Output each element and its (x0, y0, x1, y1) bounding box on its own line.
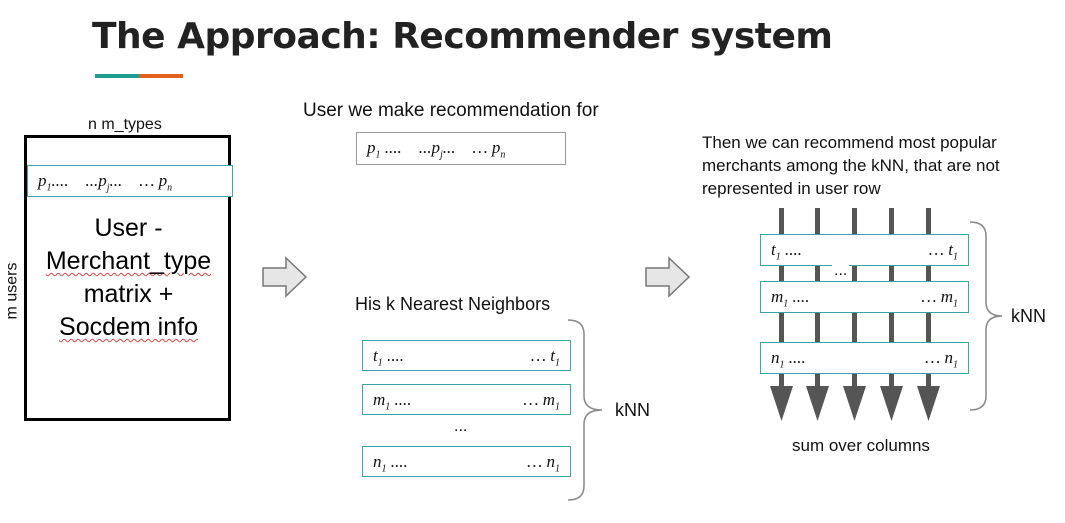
row-right-sub: 1 (555, 401, 560, 413)
row-right-sub: 1 (953, 251, 958, 263)
title-accent-teal (95, 74, 139, 78)
row-left-tail: .... (788, 287, 810, 306)
matrix-top-label: n m_types (88, 116, 162, 133)
matrix-user-row: p1.... ...pj... … pn (27, 165, 233, 197)
knn-row-t-right: … t1 (929, 240, 958, 262)
matrix-side-label: m users (3, 262, 21, 320)
row-left-sub: 1 (783, 298, 789, 310)
knn-row-m-right: … m1 (921, 287, 958, 309)
target-start-symbol: p (367, 138, 376, 157)
matrix-line-2: Merchant_type (45, 247, 212, 275)
row-end-text: ... … p (109, 171, 168, 190)
row-left-symbol: t (771, 240, 776, 259)
target-user-row-text: p1 .... ...pj... … pn (367, 138, 505, 160)
neighbor-row-t-left: t1 .... (373, 346, 404, 368)
knn-row-t-left: t1 .... (771, 240, 802, 262)
row-left-sub: 1 (381, 463, 387, 475)
neighbor-row-t-right: … t1 (531, 346, 560, 368)
row-right-sub: 1 (953, 298, 958, 310)
neighbor-row-n: n1 .... … n1 (362, 446, 571, 477)
description-line-3: represented in user row (702, 179, 881, 198)
row-left-symbol: n (771, 348, 780, 367)
neighbors-ellipsis: ... (454, 418, 468, 435)
knn-row-n-right: … n1 (925, 348, 958, 370)
row-start-symbol: p (38, 171, 47, 190)
title-accent-orange (139, 74, 183, 78)
row-left-sub: 1 (779, 359, 785, 371)
row-right-symbol: … m (523, 390, 555, 409)
matrix-row-text: p1.... ...pj... … pn (38, 171, 172, 193)
target-end-text: ... … p (442, 138, 501, 157)
neighbor-row-n-left: n1 .... (373, 452, 408, 474)
matrix-line-1: User - (94, 214, 163, 242)
knn-row-n-left: n1 .... (771, 348, 806, 370)
row-right-sub: 1 (953, 359, 958, 371)
target-user-row: p1 .... ...pj... … pn (356, 132, 566, 165)
user-heading: User we make recommendation for (303, 100, 599, 121)
knn-label-right: kNN (1011, 306, 1046, 326)
row-left-symbol: m (771, 287, 784, 306)
row-right-symbol: … n (925, 348, 953, 367)
row-start-sub: 1 (46, 182, 52, 194)
description-line-1: Then we can recommend most popular (702, 133, 997, 152)
target-mid-text: .... ...p (380, 138, 440, 157)
target-end-sub: n (500, 149, 506, 161)
neighbor-row-m-left: m1 .... (373, 390, 412, 412)
row-left-tail: .... (386, 452, 408, 471)
recommend-description: Then we can recommend most popular merch… (702, 131, 1000, 200)
neighbor-row-t: t1 .... … t1 (362, 340, 571, 371)
matrix-description: User - Merchant_type matrix + Socdem inf… (27, 212, 230, 344)
row-left-tail: .... (390, 390, 412, 409)
knn-bracket-icon (969, 221, 1003, 411)
row-left-sub: 1 (385, 401, 391, 413)
row-end-sub: n (167, 182, 173, 194)
right-arrow-icon (645, 256, 691, 298)
target-mid-sub: j (440, 149, 443, 161)
row-left-sub: 1 (775, 251, 781, 263)
neighbor-row-n-right: … n1 (527, 452, 560, 474)
row-mid-sub: j (106, 182, 110, 194)
right-arrow-icon (262, 256, 308, 298)
neighbor-row-m-right: … m1 (523, 390, 560, 412)
knn-label-middle: kNN (615, 400, 650, 420)
knn-row-t: t1 .... … t1 (760, 234, 969, 266)
knn-ellipsis: ... (832, 262, 850, 280)
row-right-symbol: … n (527, 452, 555, 471)
description-line-2: merchants among the kNN, that are not (702, 156, 1000, 175)
knn-row-m: m1 .... … m1 (760, 281, 969, 313)
row-right-symbol: … m (921, 287, 953, 306)
slide-title: The Approach: Recommender system (92, 16, 833, 57)
row-left-tail: .... (784, 348, 806, 367)
neighbor-row-m: m1 .... … m1 (362, 384, 571, 415)
row-right-symbol: … t (530, 346, 555, 365)
row-left-symbol: t (373, 346, 378, 365)
row-left-tail: .... (382, 346, 404, 365)
row-left-symbol: n (373, 452, 382, 471)
knn-row-m-left: m1 .... (771, 287, 810, 309)
matrix-line-4: Socdem info (59, 313, 198, 341)
row-left-tail: .... (780, 240, 802, 259)
row-right-sub: 1 (555, 357, 560, 369)
row-left-symbol: m (373, 390, 386, 409)
row-right-symbol: … t (928, 240, 953, 259)
user-merchant-matrix (24, 135, 231, 421)
target-start-sub: 1 (375, 149, 381, 161)
row-left-sub: 1 (377, 357, 383, 369)
sum-over-columns-label: sum over columns (792, 436, 930, 455)
knn-bracket-icon (567, 319, 603, 501)
matrix-line-3: matrix + (83, 280, 174, 308)
row-right-sub: 1 (555, 463, 560, 475)
row-mid-text: .... ...p (51, 171, 107, 190)
neighbors-heading: His k Nearest Neighbors (355, 294, 551, 314)
knn-row-n: n1 .... … n1 (760, 342, 969, 374)
